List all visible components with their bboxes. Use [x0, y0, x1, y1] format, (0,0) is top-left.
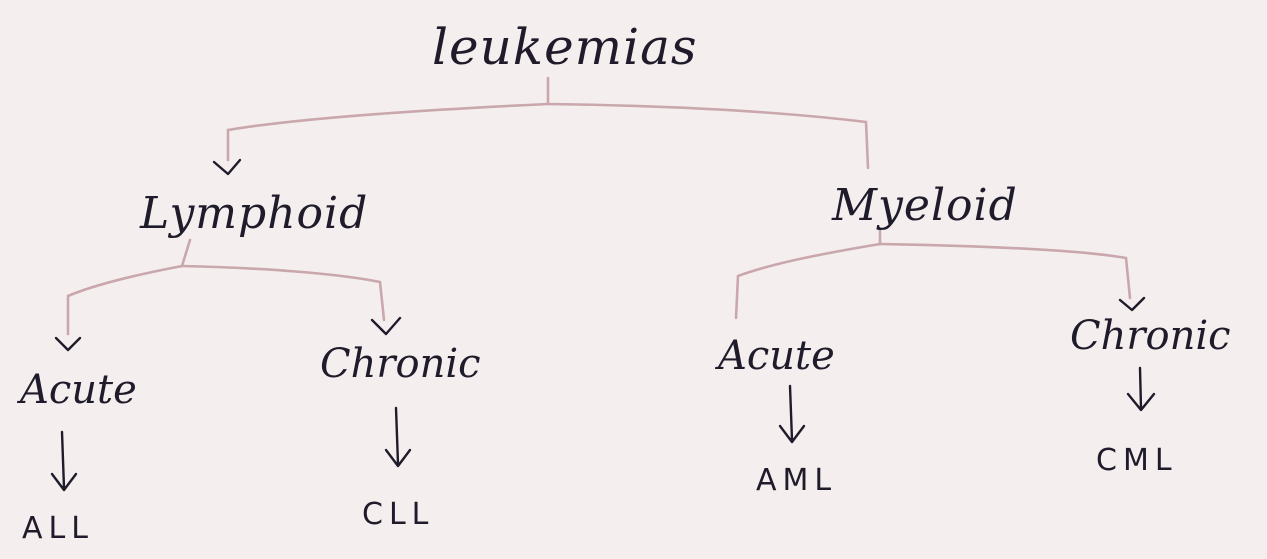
lymphoid-acute-label: Acute [20, 367, 137, 413]
connector-lymphoid-to-chronic [180, 264, 386, 322]
down-arrow-cml [1126, 366, 1156, 412]
abbr-aml: AML [756, 463, 838, 498]
down-arrow-all [50, 430, 78, 492]
down-arrow-aml [778, 384, 806, 444]
root-node-label: leukemias [432, 18, 698, 76]
connector-lymphoid-to-acute [66, 264, 184, 336]
connector-lymphoid-stem [180, 238, 192, 268]
down-arrow-cll [384, 406, 412, 468]
connector-myeloid-to-chronic [878, 242, 1132, 300]
arrowhead-to-myeloid-chronic [1118, 296, 1146, 312]
connector-myeloid-to-acute [734, 242, 882, 320]
arrowhead-to-lymphoid [212, 158, 242, 176]
connector-root-to-lymphoid [226, 102, 550, 162]
abbr-cml: CML [1096, 443, 1178, 478]
branch-lymphoid-label: Lymphoid [140, 188, 369, 239]
connector-root-to-myeloid [546, 102, 870, 170]
abbr-cll: CLL [362, 497, 435, 532]
myeloid-acute-label: Acute [718, 333, 835, 379]
branch-myeloid-label: Myeloid [832, 180, 1018, 231]
abbr-all: ALL [22, 511, 94, 546]
myeloid-chronic-label: Chronic [1070, 313, 1231, 359]
arrowhead-to-lymphoid-acute [54, 336, 82, 352]
arrowhead-to-lymphoid-chronic [370, 316, 402, 336]
lymphoid-chronic-label: Chronic [320, 341, 481, 387]
